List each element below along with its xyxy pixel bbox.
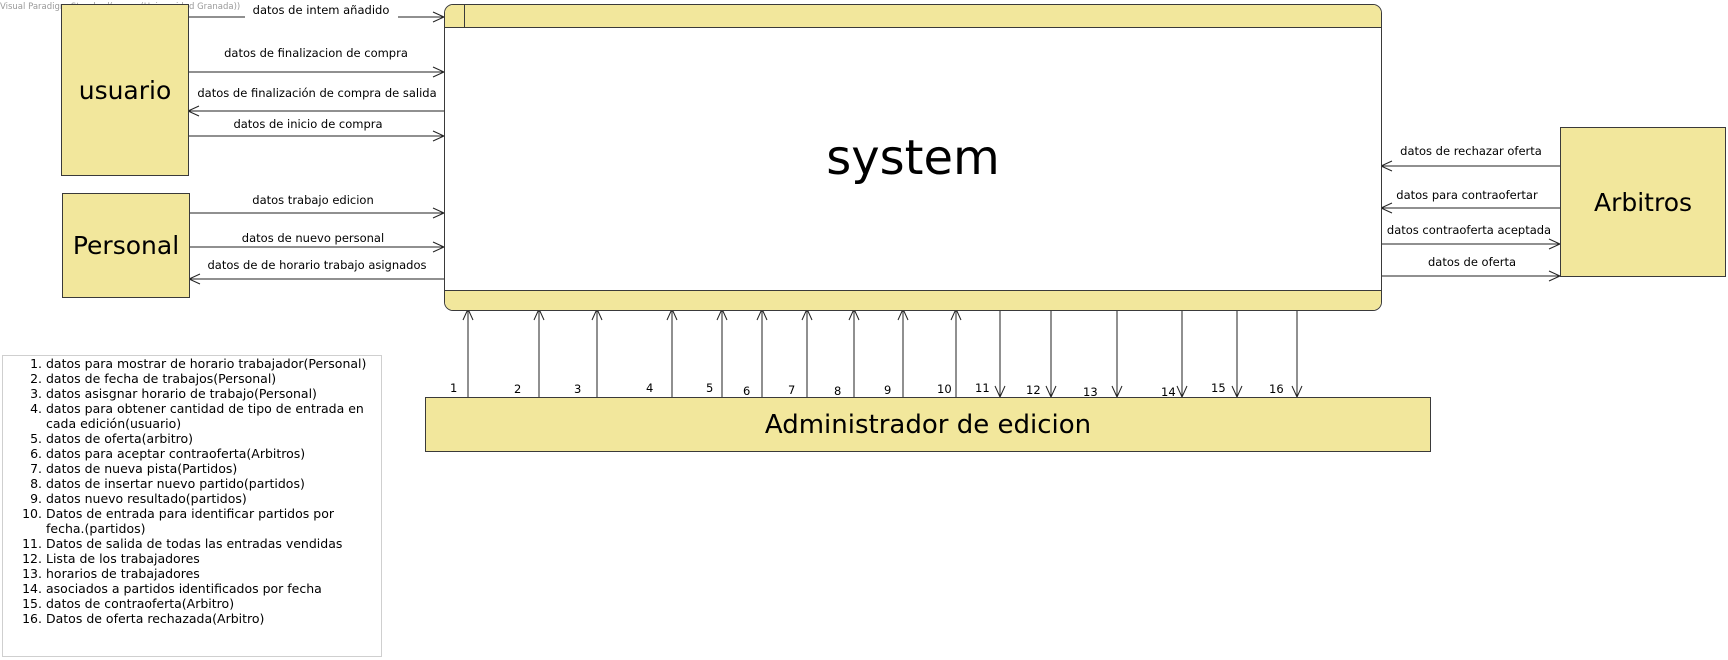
- admin-flow-15-number: 15: [1211, 381, 1226, 395]
- legend-item: datos para mostrar de horario trabajador…: [18, 356, 367, 371]
- flow-f5-label: datos trabajo edicion: [252, 193, 373, 207]
- admin-flow-8-number: 8: [834, 384, 841, 398]
- entity-arbitros[interactable]: Arbitros: [1560, 127, 1726, 277]
- flow-f1-label: datos de intem añadido: [253, 3, 390, 17]
- admin-flow-10-number: 10: [937, 382, 952, 396]
- flow-f11-label: datos de oferta: [1428, 255, 1516, 269]
- legend-item: datos nuevo resultado(partidos): [18, 491, 247, 506]
- admin-flow-4-number: 4: [646, 381, 653, 395]
- flow-f2-label: datos de finalizacion de compra: [224, 46, 408, 60]
- admin-flow-14-number: 14: [1161, 385, 1176, 399]
- legend-item: horarios de trabajadores: [18, 566, 200, 581]
- entity-administrador-label: Administrador de edicion: [764, 409, 1092, 440]
- legend-item: Datos de salida de todas las entradas ve…: [18, 536, 343, 551]
- flow-f8-label: datos de rechazar oferta: [1400, 144, 1542, 158]
- legend-item: asociados a partidos identificados por f…: [18, 581, 322, 596]
- legend-item: Datos de oferta rechazada(Arbitro): [18, 611, 265, 626]
- admin-flow-1-number: 1: [450, 381, 457, 395]
- legend-list: datos para mostrar de horario trabajador…: [3, 356, 376, 626]
- flow-f7-label: datos de de horario trabajo asignados: [207, 258, 426, 272]
- legend-item: datos asisgnar horario de trabajo(Person…: [18, 386, 317, 401]
- admin-flow-3-number: 3: [574, 382, 581, 396]
- admin-flow-16-number: 16: [1269, 382, 1284, 396]
- legend-item: Datos de entrada para identificar partid…: [18, 506, 334, 536]
- flow-f9-label: datos para contraofertar: [1396, 188, 1538, 202]
- admin-flow-11-number: 11: [975, 381, 990, 395]
- flow-f4-label: datos de inicio de compra: [233, 117, 382, 131]
- system-title: system: [826, 129, 1000, 186]
- entity-personal[interactable]: Personal: [62, 193, 190, 298]
- entity-arbitros-label: Arbitros: [1593, 187, 1693, 217]
- legend-item: datos de insertar nuevo partido(partidos…: [18, 476, 305, 491]
- entity-usuario[interactable]: usuario: [61, 4, 189, 176]
- legend-item: datos para aceptar contraoferta(Arbitros…: [18, 446, 306, 461]
- system-id-divider: [464, 5, 465, 27]
- admin-flow-5-number: 5: [706, 381, 713, 395]
- flow-f3-label: datos de finalización de compra de salid…: [197, 86, 436, 100]
- legend-item: datos para obtener cantidad de tipo de e…: [18, 401, 364, 431]
- admin-flow-6-number: 6: [743, 384, 750, 398]
- admin-flow-13-number: 13: [1083, 385, 1098, 399]
- system-process[interactable]: system: [444, 4, 1382, 311]
- system-bottom-band: [445, 290, 1381, 310]
- admin-flow-12-number: 12: [1026, 383, 1041, 397]
- admin-flow-2-number: 2: [514, 382, 521, 396]
- legend-item: datos de contraoferta(Arbitro): [18, 596, 235, 611]
- flow-f10-label: datos contraoferta aceptada: [1387, 223, 1551, 237]
- admin-flow-9-number: 9: [884, 383, 891, 397]
- entity-administrador-edicion[interactable]: Administrador de edicion: [425, 397, 1431, 452]
- legend-item: datos de oferta(arbitro): [18, 431, 194, 446]
- flow-f6-label: datos de nuevo personal: [242, 231, 384, 245]
- legend-item: Lista de los trabajadores: [18, 551, 200, 566]
- admin-flow-7-number: 7: [788, 383, 795, 397]
- legend-item: datos de nueva pista(Partidos): [18, 461, 238, 476]
- entity-usuario-label: usuario: [78, 75, 172, 105]
- legend-item: datos de fecha de trabajos(Personal): [18, 371, 277, 386]
- legend-box: datos para mostrar de horario trabajador…: [2, 355, 382, 657]
- entity-personal-label: Personal: [72, 231, 180, 260]
- system-top-band: [445, 5, 1381, 28]
